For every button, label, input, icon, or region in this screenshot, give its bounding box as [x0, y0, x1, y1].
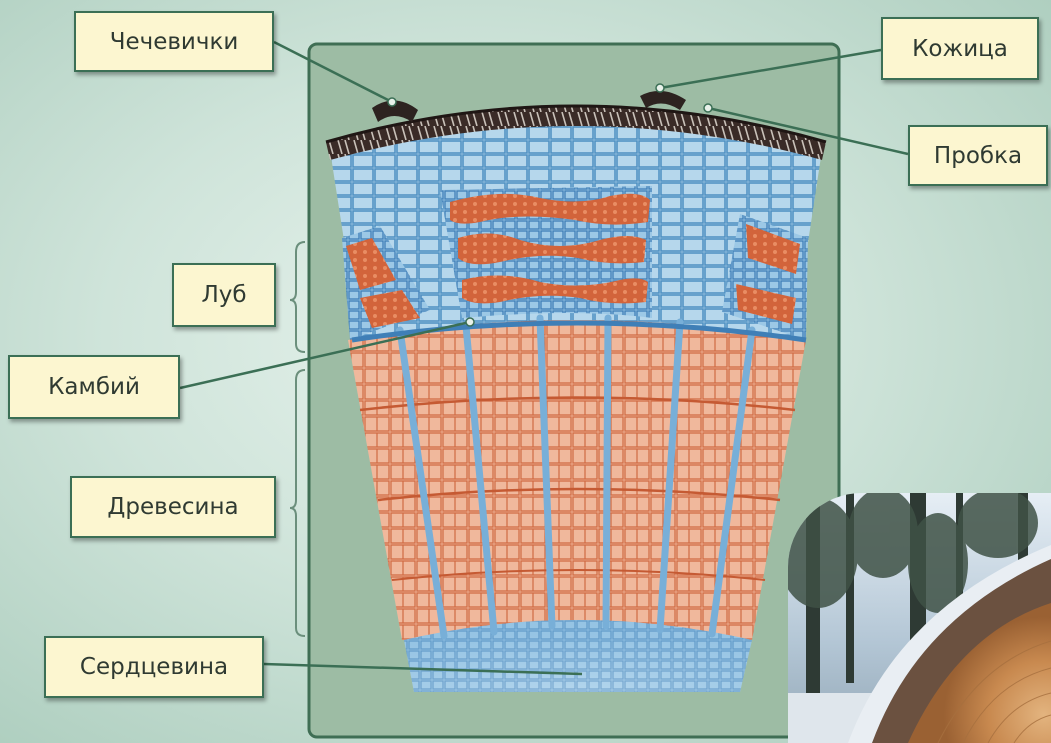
label-bast: Луб: [172, 263, 276, 327]
stem-section: [326, 91, 826, 692]
label-lenticels: Чечевички: [74, 11, 274, 72]
label-pith: Сердцевина: [44, 636, 264, 698]
label-wood: Древесина: [70, 476, 276, 538]
label-cork: Пробка: [908, 125, 1048, 186]
label-epidermis: Кожица: [881, 17, 1039, 80]
label-cambium: Камбий: [8, 355, 180, 419]
region-brackets: [290, 242, 305, 636]
log-photo: [788, 493, 1051, 743]
